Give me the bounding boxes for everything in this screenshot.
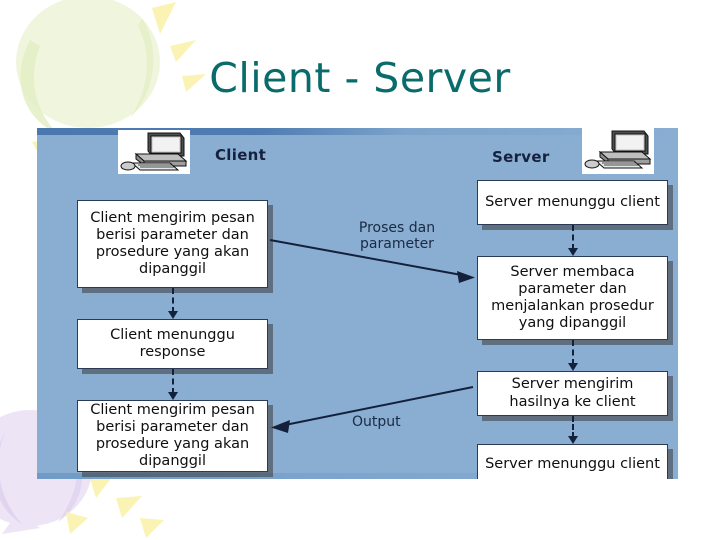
- client-box-send-request-2[interactable]: Client mengirim pesan berisi parameter d…: [77, 400, 268, 472]
- client-box-send-request-2-label: Client mengirim pesan berisi parameter d…: [90, 401, 255, 470]
- client-box-wait-response-label: Client menunggu response: [110, 326, 235, 360]
- server-connector-2: [572, 340, 574, 365]
- client-column-header: Client: [215, 146, 267, 164]
- panel-top-accent-band: [37, 128, 678, 135]
- server-box-wait-client-2-label: Server menunggu client: [485, 456, 660, 473]
- server-box-wait-client-2[interactable]: Server menunggu client: [477, 444, 668, 479]
- server-box-send-result-label: Server mengirim hasilnya ke client: [509, 376, 636, 410]
- server-column-header: Server: [492, 148, 550, 166]
- client-connector-2: [172, 369, 174, 394]
- server-connector-1: [572, 225, 574, 250]
- response-arrow-label-text: Output: [352, 414, 401, 430]
- panel-bottom-accent-band: [37, 473, 678, 479]
- client-server-diagram-panel: Client Server Client mengirim pesan beri…: [37, 128, 678, 479]
- client-box-send-request-label: Client mengirim pesan berisi parameter d…: [90, 209, 255, 278]
- server-box-read-params-label: Server membaca parameter dan menjalankan…: [491, 263, 654, 332]
- server-box-send-result[interactable]: Server mengirim hasilnya ke client: [477, 371, 668, 416]
- server-connector-1-arrowhead: [568, 248, 578, 256]
- server-connector-3: [572, 416, 574, 438]
- request-arrow-label-text: Proses dan parameter: [358, 220, 436, 253]
- request-arrow-label: Proses dan parameter: [337, 220, 457, 252]
- client-box-wait-response[interactable]: Client menunggu response: [77, 319, 268, 369]
- client-computer-icon: [118, 130, 190, 174]
- client-connector-2-arrowhead: [168, 392, 178, 400]
- client-connector-1: [172, 288, 174, 313]
- page-title: Client - Server: [209, 54, 511, 102]
- server-connector-3-arrowhead: [568, 436, 578, 444]
- server-box-wait-client-1-label: Server menunggu client: [485, 193, 660, 210]
- server-box-wait-client-1[interactable]: Server menunggu client: [477, 180, 668, 225]
- server-connector-2-arrowhead: [568, 363, 578, 371]
- response-arrow-label: Output: [352, 414, 401, 430]
- request-arrow: [269, 239, 475, 433]
- server-computer-icon: [582, 128, 654, 174]
- server-box-read-params[interactable]: Server membaca parameter dan menjalankan…: [477, 256, 668, 340]
- client-box-send-request[interactable]: Client mengirim pesan berisi parameter d…: [77, 200, 268, 288]
- client-connector-1-arrowhead: [168, 311, 178, 319]
